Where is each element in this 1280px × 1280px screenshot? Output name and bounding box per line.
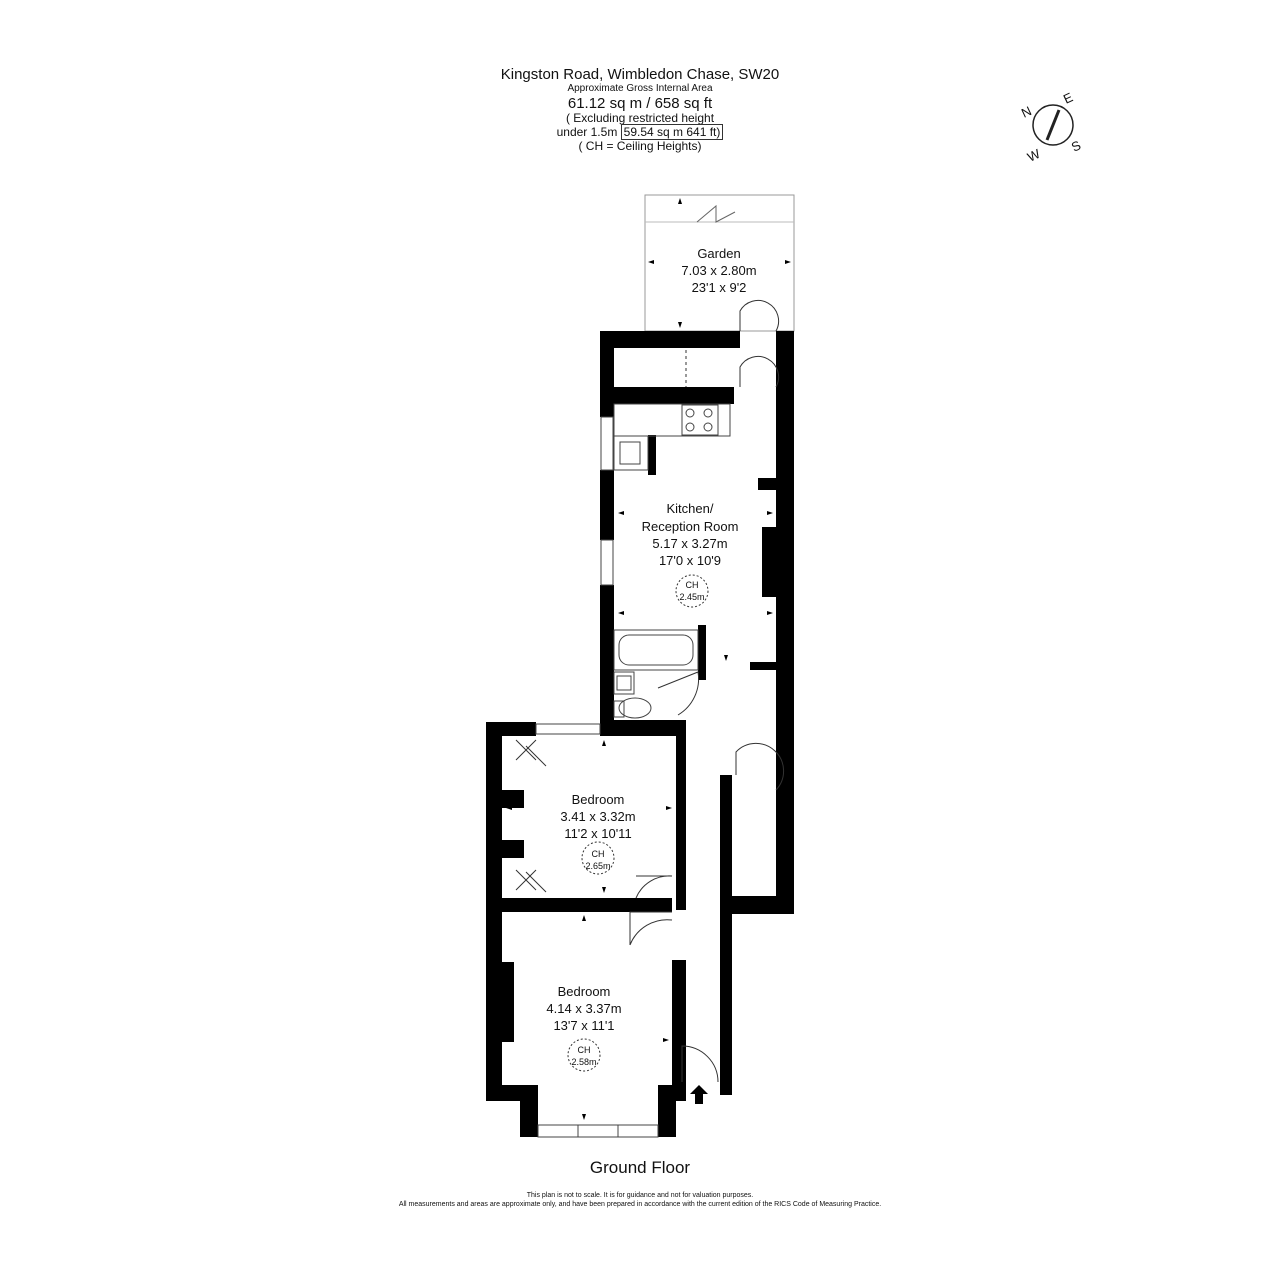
bedroom1-ch-value: 2.65m bbox=[585, 861, 610, 871]
walls bbox=[486, 331, 794, 1137]
bedroom2-ch-label: CH bbox=[578, 1045, 591, 1055]
windows bbox=[535, 416, 659, 1138]
doors bbox=[515, 299, 785, 1083]
disclaimer: This plan is not to scale. It is for gui… bbox=[240, 1192, 1040, 1210]
excluding-prefix: under 1.5m bbox=[556, 124, 618, 139]
excluding-note-line1: ( Excluding restricted height bbox=[565, 111, 715, 125]
bedroom1-name: Bedroom bbox=[572, 792, 625, 807]
ch-marker-kitchen bbox=[675, 574, 709, 608]
compass-n: N bbox=[1019, 103, 1034, 121]
bedroom2-ch-value: 2.58m bbox=[571, 1057, 596, 1067]
gross-area: 61.12 sq m / 658 sq ft bbox=[567, 94, 713, 112]
area-caption: Approximate Gross Internal Area bbox=[567, 83, 713, 95]
floor-label: Ground Floor bbox=[589, 1158, 691, 1177]
excluding-note-line2: under 1.5m 59.54 sq m 641 ft) bbox=[440, 123, 840, 140]
ceiling-height-note: ( CH = Ceiling Heights) bbox=[578, 138, 702, 153]
disclaimer-line1: This plan is not to scale. It is for gui… bbox=[526, 1192, 754, 1199]
ch-marker-bedroom2 bbox=[567, 1038, 601, 1072]
entrance-arrow-icon bbox=[690, 1085, 708, 1104]
bathroom-fittings bbox=[613, 629, 699, 719]
kitchen-ch-value: 2.45m bbox=[679, 592, 704, 602]
ch-marker-bedroom1 bbox=[581, 841, 615, 875]
bedroom2-label: Bedroom 4.14 x 3.37m 13'7 x 11'1 CH 2.58… bbox=[546, 984, 621, 1067]
kitchen-name-line1: Kitchen/ bbox=[667, 501, 714, 516]
compass-w: W bbox=[1025, 146, 1043, 165]
bedroom2-imperial: 13'7 x 11'1 bbox=[553, 1018, 614, 1033]
garden-metric: 7.03 x 2.80m bbox=[681, 263, 756, 278]
bedroom1-ch-label: CH bbox=[592, 849, 605, 859]
kitchen-metric: 5.17 x 3.27m bbox=[652, 536, 727, 551]
garden-label: Garden 7.03 x 2.80m 23'1 x 9'2 bbox=[681, 246, 756, 295]
garden-name: Garden bbox=[697, 246, 740, 261]
kitchen-name-line2: Reception Room bbox=[642, 519, 739, 534]
dimension-ticks bbox=[506, 198, 791, 1120]
bedroom1-label: Bedroom 3.41 x 3.32m 11'2 x 10'11 CH 2.6… bbox=[560, 792, 635, 871]
kitchen-label: Kitchen/ Reception Room 5.17 x 3.27m 17'… bbox=[642, 501, 739, 602]
plan-header: Kingston Road, Wimbledon Chase, SW20 App… bbox=[440, 66, 840, 153]
kitchen-imperial: 17'0 x 10'9 bbox=[659, 553, 721, 568]
compass-s: S bbox=[1069, 137, 1083, 154]
excluding-value: 59.54 sq m 641 ft) bbox=[620, 123, 724, 140]
bedroom1-metric: 3.41 x 3.32m bbox=[560, 809, 635, 824]
property-address: Kingston Road, Wimbledon Chase, SW20 bbox=[500, 66, 780, 83]
bedroom1-imperial: 11'2 x 10'11 bbox=[564, 826, 631, 841]
bedroom2-metric: 4.14 x 3.37m bbox=[546, 1001, 621, 1016]
bedroom2-name: Bedroom bbox=[558, 984, 611, 999]
kitchen-ch-label: CH bbox=[686, 580, 699, 590]
disclaimer-line2: All measurements and areas are approxima… bbox=[398, 1200, 882, 1208]
compass-e: E bbox=[1061, 89, 1075, 106]
compass-icon: N E S W bbox=[1019, 89, 1083, 164]
kitchen-fittings bbox=[613, 403, 731, 471]
garden-imperial: 23'1 x 9'2 bbox=[692, 280, 747, 295]
